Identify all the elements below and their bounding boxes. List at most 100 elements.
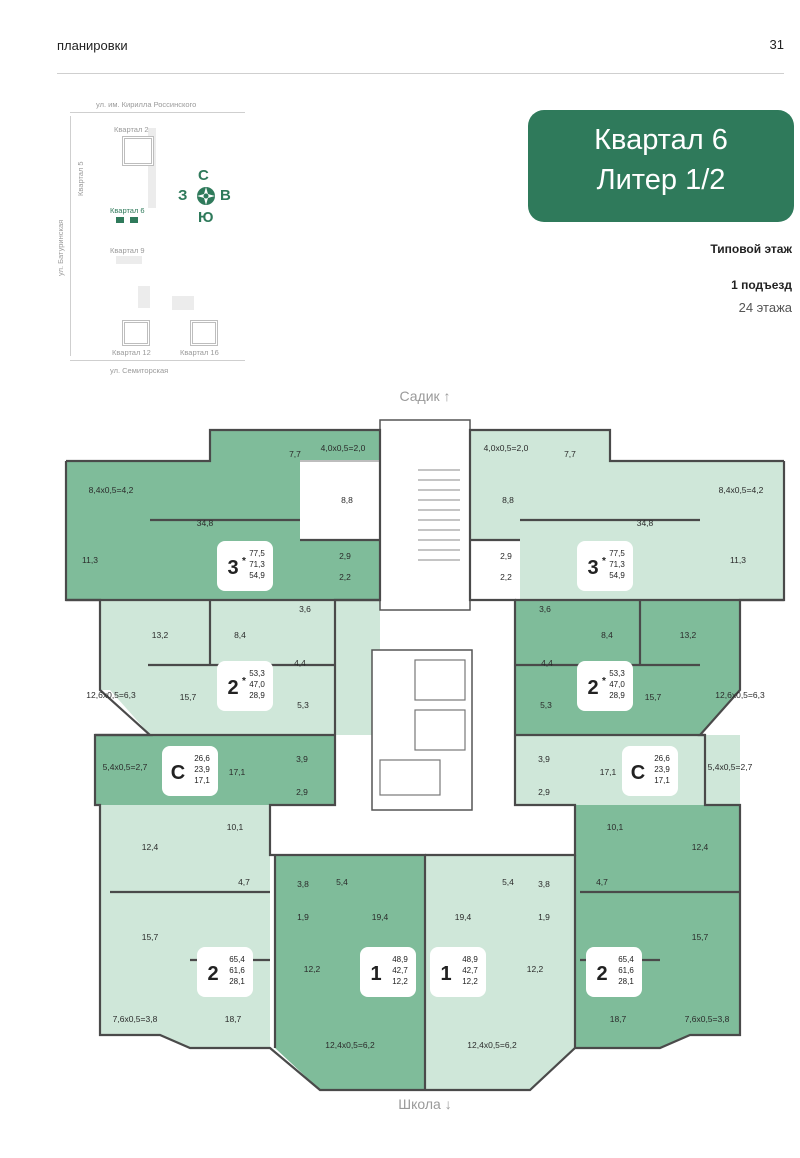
apartment-area: 47,0 xyxy=(249,680,265,689)
room-area-label: 12,6x0,5=6,3 xyxy=(715,690,765,700)
apartment-label: 265,461,628,1 xyxy=(586,947,642,997)
room-area-label: 7,7 xyxy=(564,449,576,459)
apartment-label: 2*53,347,028,9 xyxy=(217,661,273,711)
apartment-area: 17,1 xyxy=(654,776,670,785)
map-line xyxy=(70,112,245,113)
room-area-label: 1,9 xyxy=(538,912,550,922)
apartment-area: 54,9 xyxy=(249,571,265,580)
apartment-type: С xyxy=(631,762,645,784)
title-block: Квартал 6 xyxy=(594,124,728,156)
room-area-label: 5,4x0,5=2,7 xyxy=(708,762,753,772)
header-divider xyxy=(57,73,784,74)
room-area-label: 19,4 xyxy=(455,912,472,922)
room-area-label: 12,4x0,5=6,2 xyxy=(467,1040,517,1050)
apartment-area: 61,6 xyxy=(229,966,245,975)
apartment-area: 26,6 xyxy=(654,754,670,763)
apartment-area: 47,0 xyxy=(609,680,625,689)
block-16-shape xyxy=(190,320,218,346)
apartment-area: 28,1 xyxy=(618,977,634,986)
compass: С З В Ю xyxy=(178,167,234,229)
room-area-label: 12,2 xyxy=(304,964,321,974)
apartment-label-card xyxy=(586,947,642,997)
map-building xyxy=(138,286,150,308)
balcony-top-right xyxy=(470,430,540,460)
room-area-label: 2,2 xyxy=(339,572,351,582)
room-area-label: 8,8 xyxy=(502,495,514,505)
room-area-label: 12,6x0,5=6,3 xyxy=(86,690,136,700)
apt-1-left xyxy=(275,855,425,1090)
block-6-shape xyxy=(110,217,150,224)
apartment-label: 3*77,571,354,9 xyxy=(217,541,273,591)
apt-3-left xyxy=(66,430,380,600)
room-area-label: 15,7 xyxy=(645,692,662,702)
apartment-area: 12,2 xyxy=(462,977,478,986)
apartment-type: 1 xyxy=(440,963,451,985)
room-area-label: 8,4 xyxy=(601,630,613,640)
apartment-label-card xyxy=(360,947,416,997)
elevator-shaft xyxy=(379,759,441,796)
apartment-area: 77,5 xyxy=(609,549,625,558)
floor-count: 24 этажа xyxy=(738,300,792,315)
apartment-type: 2 xyxy=(227,677,238,699)
room-area-label: 11,3 xyxy=(82,555,98,565)
room-area-label: 10,1 xyxy=(227,822,244,832)
apartment-label: 148,942,712,2 xyxy=(360,947,416,997)
apartment-label: 3*77,571,354,9 xyxy=(577,541,633,591)
apartment-area: 54,9 xyxy=(609,571,625,580)
map-line xyxy=(70,360,245,361)
block-16-label: Квартал 16 xyxy=(180,348,219,357)
apartment-area: 28,9 xyxy=(609,691,625,700)
balcony-top-left xyxy=(300,430,380,460)
block-2-shape xyxy=(122,136,154,166)
compass-west: З xyxy=(178,187,188,204)
apartment-area: 23,9 xyxy=(194,765,210,774)
apartment-label: 265,461,628,1 xyxy=(197,947,253,997)
room-area-label: 7,7 xyxy=(289,449,301,459)
room-area-label: 3,8 xyxy=(538,879,550,889)
floor-plan-background xyxy=(66,430,784,1090)
room-area-label: 5,3 xyxy=(540,700,552,710)
apartment-label-card xyxy=(217,541,273,591)
elevator-shaft xyxy=(414,709,466,751)
apartment-star: * xyxy=(602,676,606,687)
apartment-area: 61,6 xyxy=(618,966,634,975)
apartment-type: 1 xyxy=(370,963,381,985)
room-area-label: 13,2 xyxy=(152,630,169,640)
compass-south: Ю xyxy=(198,209,214,226)
title-building: Литер 1/2 xyxy=(596,164,726,196)
apartment-area: 23,9 xyxy=(654,765,670,774)
elevator-shaft xyxy=(414,659,466,701)
site-map: ул. им. Кирилла Россинского ул. Семиторс… xyxy=(52,96,252,386)
room-area-label: 5,4 xyxy=(336,877,348,887)
apartment-area: 28,1 xyxy=(229,977,245,986)
wall xyxy=(425,461,786,1092)
balcony-right-studio xyxy=(700,735,740,805)
apt-3-right xyxy=(470,430,784,600)
elevator-core xyxy=(371,649,473,811)
apartment-label-card xyxy=(622,746,678,796)
room-area-label: 3,9 xyxy=(296,754,308,764)
apartment-label-card xyxy=(217,661,273,711)
section-title: планировки xyxy=(57,38,128,53)
room-area-label: 12,4 xyxy=(142,842,159,852)
room-area-label: 3,6 xyxy=(539,604,551,614)
room-area-label: 12,4x0,5=6,2 xyxy=(325,1040,375,1050)
map-building xyxy=(172,296,194,310)
apartment-type: 2 xyxy=(596,963,607,985)
street-bottom-label: ул. Семиторская xyxy=(110,366,169,375)
apartment-area: 12,2 xyxy=(392,977,408,986)
room-area-label: 4,7 xyxy=(596,877,608,887)
room-area-label: 3,8 xyxy=(297,879,309,889)
stair-core xyxy=(379,419,471,611)
map-line xyxy=(70,116,71,356)
room-area-label: 5,3 xyxy=(297,700,309,710)
room-area-label: 15,7 xyxy=(692,932,709,942)
apartment-area: 17,1 xyxy=(194,776,210,785)
wall xyxy=(64,461,425,1092)
apartment-area: 26,6 xyxy=(194,754,210,763)
block-12-shape xyxy=(122,320,150,346)
room-area-label: 8,4 xyxy=(234,630,246,640)
apartment-area: 42,7 xyxy=(392,966,408,975)
